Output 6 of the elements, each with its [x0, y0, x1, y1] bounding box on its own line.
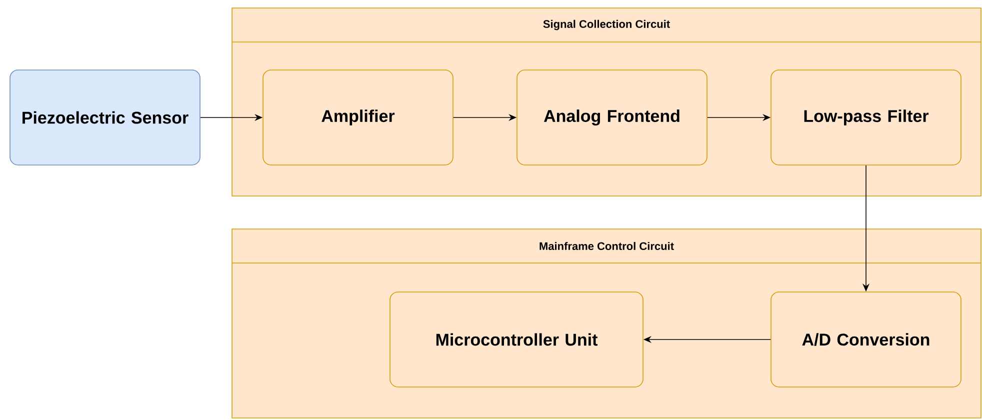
process-box: A/D Conversion — [770, 292, 962, 388]
process-box: Amplifier — [262, 70, 454, 166]
process-box: Microcontroller Unit — [390, 292, 644, 388]
process-box: Analog Frontend — [516, 70, 708, 166]
process-box: Piezoelectric Sensor — [10, 70, 200, 166]
process-box: Low-pass Filter — [770, 70, 962, 166]
